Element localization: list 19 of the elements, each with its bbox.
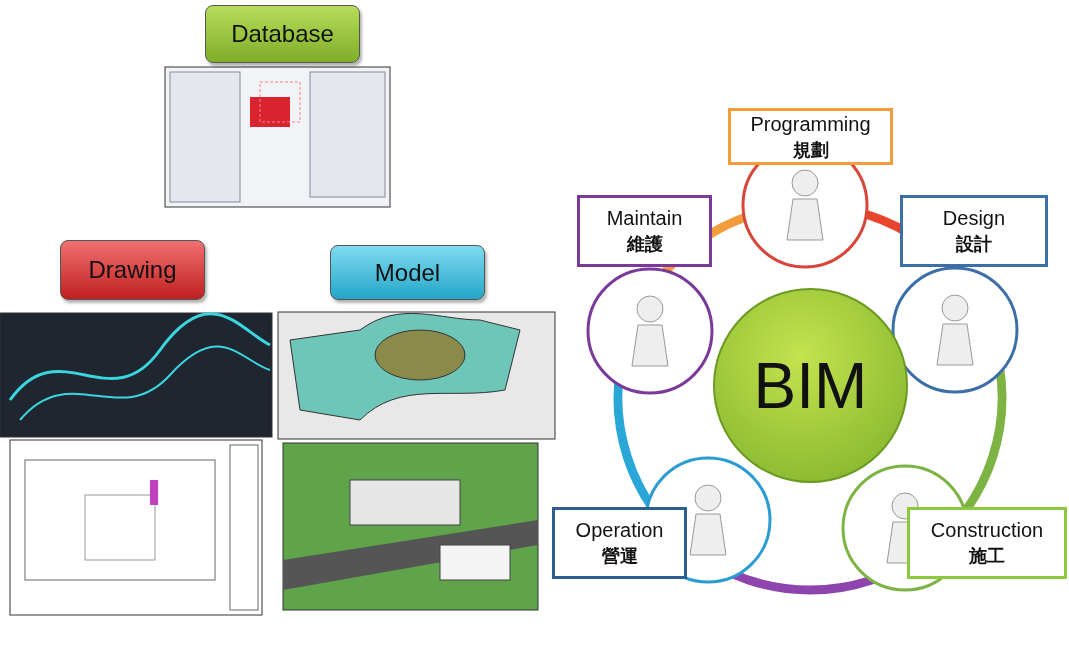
phase-name-chinese: 施工	[969, 545, 1005, 569]
phase-name: Programming	[750, 111, 871, 137]
phase-name-chinese: 設計	[956, 233, 992, 257]
phase-name-chinese: 維護	[626, 233, 663, 257]
label-button: Drawing	[60, 240, 205, 300]
phase-card	[728, 108, 893, 165]
phase-name: Operation	[575, 518, 664, 544]
phase-card	[907, 507, 1067, 579]
phase-card	[577, 195, 712, 267]
phase-name-chinese: 營運	[601, 545, 638, 569]
phase-card	[552, 507, 687, 579]
phase-name: Maintain	[606, 206, 683, 232]
phase-name-chinese: 規劃	[792, 138, 829, 162]
phase-name: Construction	[930, 518, 1044, 544]
label-button: Model	[330, 245, 485, 300]
center-circle: BIM	[713, 288, 908, 483]
label-button: Database	[205, 5, 360, 63]
phase-card	[900, 195, 1048, 267]
phase-name: Design	[942, 206, 1006, 232]
